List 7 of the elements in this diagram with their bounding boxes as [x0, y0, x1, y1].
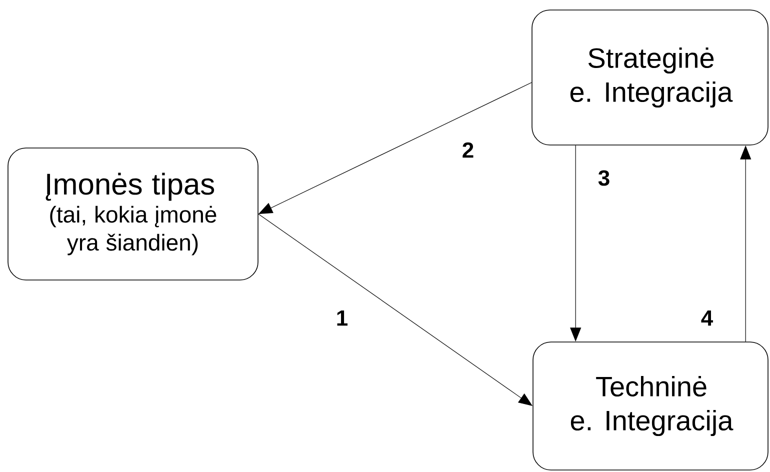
edge-label: 2: [462, 142, 474, 158]
process-box: Techninė e. Integracija: [532, 342, 768, 470]
process-box: Strateginė e. Integracija: [532, 10, 768, 146]
edge-label: 3: [598, 170, 610, 186]
process-box: Įmonės tipas (tai, kokia įmonė yra šiandien): [8, 148, 258, 280]
edge-label: 4: [701, 310, 714, 326]
edge-label: 1: [337, 310, 348, 326]
